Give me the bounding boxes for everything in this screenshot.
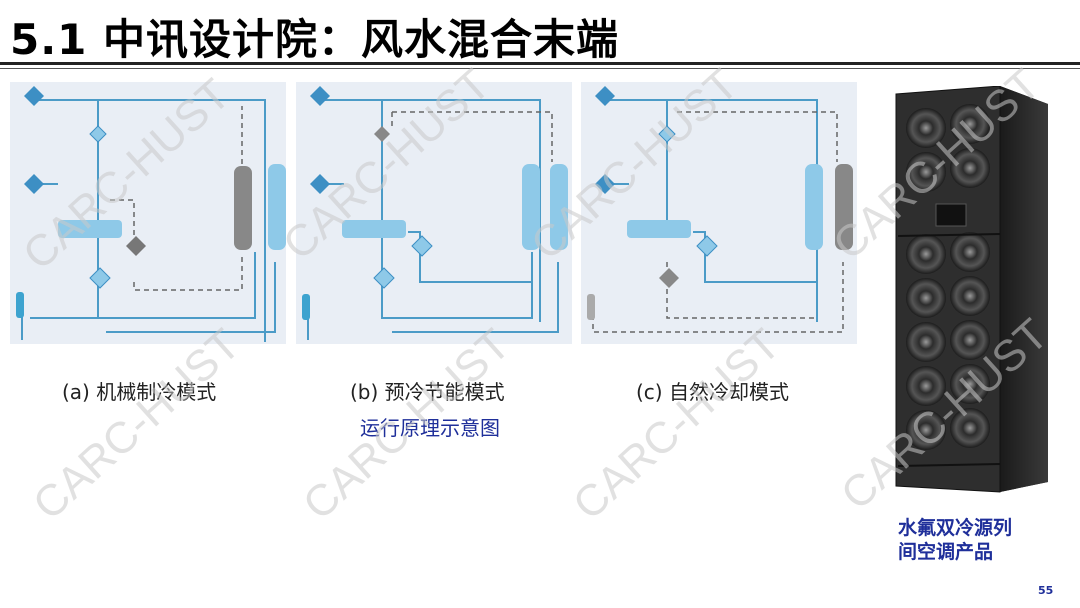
pump-icon (696, 235, 718, 257)
title-rule-thin (0, 68, 1080, 69)
surface-cooler-unit (268, 164, 286, 250)
caption-mechanical-cooling: (a) 机械制冷模式 (62, 380, 217, 404)
water-inlet-icon (310, 86, 330, 106)
watermark-text: CARC-HUST (24, 320, 249, 530)
air-conditioner-cabinet-image (888, 86, 1058, 496)
diagram-mechanical-cooling (10, 82, 286, 344)
compressor-icon (411, 235, 433, 257)
valve-icon (374, 126, 390, 142)
surface-cooler-unit (522, 164, 540, 250)
page-number: 55 (1038, 584, 1054, 597)
diagram-a-svg (16, 86, 286, 342)
evaporator-unit (234, 166, 252, 250)
water-tank-icon (16, 292, 24, 318)
product-caption-line1: 水氟双冷源列 (898, 517, 1013, 539)
water-tank-icon (587, 294, 595, 320)
water-tank-icon (302, 294, 310, 320)
plate-heat-exchanger (342, 220, 406, 238)
plate-heat-exchanger (58, 220, 122, 238)
valve-icon (89, 125, 107, 143)
caption-precooling: (b) 预冷节能模式 (350, 380, 505, 404)
surface-cooler-unit (805, 164, 823, 250)
diagram-free-cooling (581, 82, 857, 344)
product-caption: 水氟双冷源列 间空调产品 (898, 516, 1012, 564)
product-caption-line2: 间空调产品 (898, 541, 994, 563)
slide-title: 5.1 中讯设计院：风水混合末端 (10, 15, 620, 64)
diagram-subcaption: 运行原理示意图 (360, 416, 500, 440)
evaporator-unit (550, 164, 568, 250)
plate-heat-exchanger (627, 220, 691, 238)
watermark-text: CARC-HUST (564, 320, 789, 530)
evaporator-unit (835, 164, 853, 250)
diagram-b-svg (302, 86, 568, 340)
compressor-icon (659, 268, 679, 288)
caption-free-cooling: (c) 自然冷却模式 (636, 380, 789, 404)
water-inlet-icon (24, 86, 44, 106)
diagram-c-svg (587, 86, 853, 333)
compressor-icon (126, 236, 146, 256)
water-inlet-icon (595, 86, 615, 106)
title-rule-thick (0, 62, 1080, 65)
water-inlet-icon (24, 174, 44, 194)
pump-icon (89, 267, 111, 289)
diagram-precooling (296, 82, 572, 344)
valve-icon (658, 125, 676, 143)
control-display (935, 203, 967, 227)
water-inlet-icon (310, 174, 330, 194)
water-inlet-icon (595, 174, 615, 194)
pump-icon (373, 267, 395, 289)
